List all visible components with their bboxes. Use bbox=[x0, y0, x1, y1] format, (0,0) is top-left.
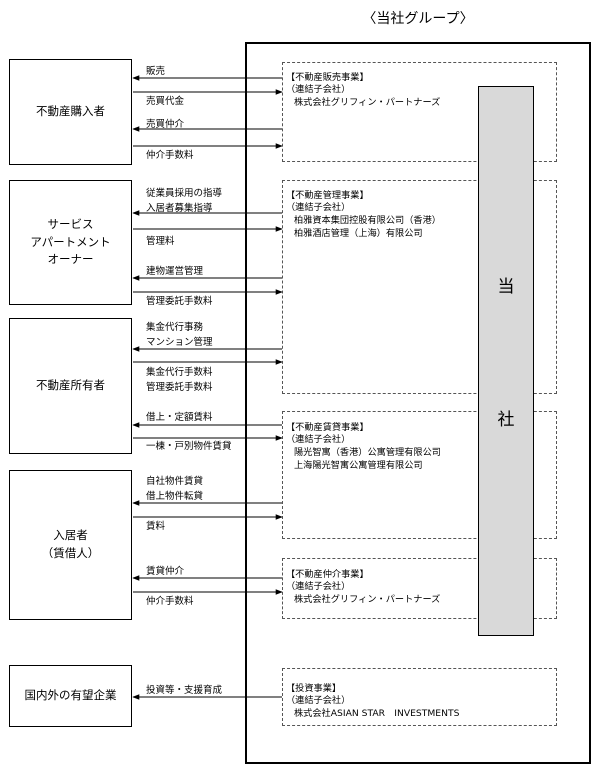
segment-sub-sales: （連結子会社） bbox=[286, 84, 351, 95]
flow-label-investment: 投資等・支援育成 bbox=[146, 685, 223, 696]
box-real-estate-buyers: 不動産購入者 bbox=[9, 59, 132, 165]
box-serviced-apartment-owners: サービス アパートメント オーナー bbox=[9, 180, 132, 305]
group-frame bbox=[245, 42, 591, 764]
segment-company-brokerage: 株式会社グリフィン・パートナーズ bbox=[294, 594, 441, 605]
flow-label-consignment-fee: 管理委託手数料 bbox=[146, 296, 213, 307]
segment-box-sales bbox=[282, 62, 557, 162]
segment-title-investment: 【投資事業】 bbox=[286, 683, 342, 694]
flow-label-brokerage-fee: 仲介手数料 bbox=[146, 150, 194, 161]
segment-company-management-1: 柏雅資本集団控股有限公司（香港） bbox=[294, 215, 441, 226]
flow-label-sales-price: 売買代金 bbox=[146, 96, 185, 107]
box-property-owners: 不動産所有者 bbox=[9, 318, 132, 454]
segment-company-leasing-1: 陽光智寓（香港）公寓管理有限公司 bbox=[294, 447, 441, 458]
flow-label-consignment-fee-2: 管理委託手数料 bbox=[146, 382, 213, 393]
group-title: 〈当社グループ〉 bbox=[362, 11, 474, 27]
segment-sub-leasing: （連結子会社） bbox=[286, 434, 351, 445]
flow-label-rent: 賃料 bbox=[146, 521, 166, 532]
segment-box-brokerage bbox=[282, 558, 557, 619]
segment-company-sales: 株式会社グリフィン・パートナーズ bbox=[294, 97, 441, 108]
company-char-2: 社 bbox=[497, 410, 515, 430]
box-tenants: 入居者 （賃借人） bbox=[9, 470, 132, 620]
flow-label-condo-management: マンション管理 bbox=[146, 337, 213, 348]
flow-label-collection-service: 集金代行事務 bbox=[146, 322, 204, 333]
segment-company-investment: 株式会社ASIAN STAR INVESTMENTS bbox=[294, 708, 460, 719]
segment-sub-management: （連結子会社） bbox=[286, 202, 351, 213]
segment-box-leasing bbox=[282, 411, 557, 539]
segment-company-management-2: 柏雅酒店管理（上海）有限公司 bbox=[294, 228, 423, 239]
segment-box-investment bbox=[282, 668, 557, 726]
flow-label-sales: 販売 bbox=[146, 66, 166, 77]
flow-label-master-lease-rent: 借上・定額賃料 bbox=[146, 412, 213, 423]
segment-title-leasing: 【不動産賃貸事業】 bbox=[286, 422, 369, 433]
flow-label-staff-guidance: 従業員採用の指導 bbox=[146, 188, 223, 199]
flow-label-collection-fee: 集金代行手数料 bbox=[146, 367, 213, 378]
segment-box-management bbox=[282, 180, 557, 394]
segment-sub-investment: （連結子会社） bbox=[286, 695, 351, 706]
flow-label-own-property-lease: 自社物件賃貸 bbox=[146, 476, 204, 487]
flow-label-tenant-guidance: 入居者募集指導 bbox=[146, 203, 213, 214]
flow-label-rental-brokerage-fee: 仲介手数料 bbox=[146, 596, 194, 607]
segment-title-management: 【不動産管理事業】 bbox=[286, 190, 369, 201]
company-bar bbox=[478, 86, 534, 636]
segment-title-brokerage: 【不動産仲介事業】 bbox=[286, 569, 369, 580]
flow-label-building-operation: 建物運営管理 bbox=[146, 266, 204, 277]
box-promising-companies: 国内外の有望企業 bbox=[9, 665, 132, 727]
segment-title-sales: 【不動産販売事業】 bbox=[286, 72, 369, 83]
flow-label-management-fee: 管理料 bbox=[146, 236, 175, 247]
flow-label-brokerage: 売買仲介 bbox=[146, 119, 185, 130]
flow-label-rental-brokerage: 賃貸仲介 bbox=[146, 566, 185, 577]
segment-sub-brokerage: （連結子会社） bbox=[286, 581, 351, 592]
flow-label-sublease: 借上物件転貸 bbox=[146, 491, 204, 502]
company-char-1: 当 bbox=[497, 277, 515, 297]
flow-label-property-lease: 一棟・戸別物件賃貸 bbox=[146, 441, 232, 452]
segment-company-leasing-2: 上海陽光智寓公寓管理有限公司 bbox=[294, 460, 423, 471]
